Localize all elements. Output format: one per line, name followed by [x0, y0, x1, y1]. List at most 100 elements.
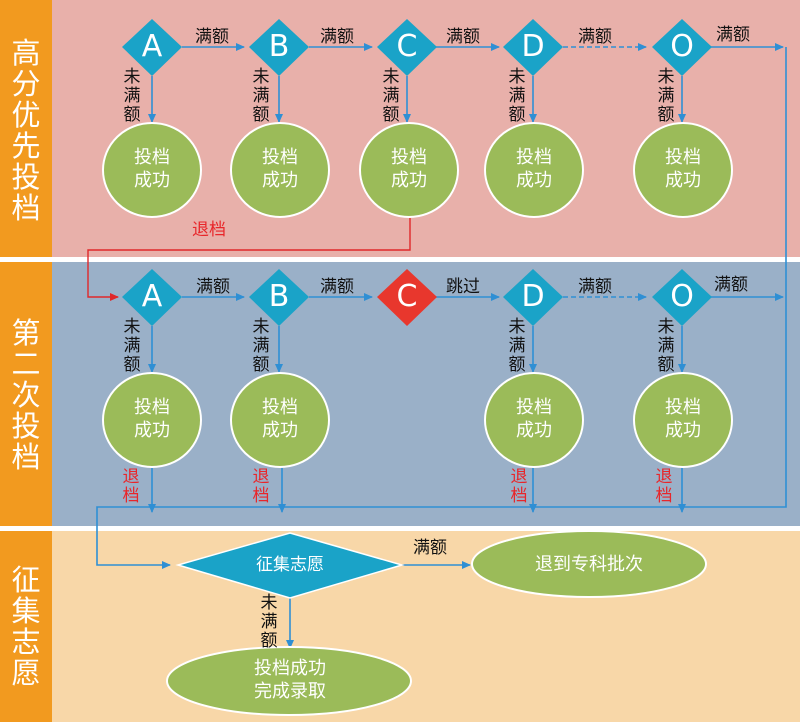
round2-connectors — [148, 293, 784, 513]
school-o-label: O — [670, 279, 694, 314]
section-label-second-round: 第二次投档 — [0, 318, 52, 473]
success-node: 投档 成功 — [643, 396, 723, 442]
withdraw-label: 退档 — [655, 467, 673, 506]
success-node: 投档 成功 — [494, 146, 574, 192]
diamond-shape — [175, 532, 405, 599]
ellipse-shape — [633, 122, 733, 218]
full-label: 满额 — [716, 25, 750, 45]
diamond-shape — [249, 269, 309, 326]
full-label: 满额 — [320, 277, 354, 297]
section-label-high-score: 高分优先投档 — [0, 38, 52, 224]
success-node: 投档 成功 — [369, 146, 449, 192]
success-text: 成功 — [262, 170, 298, 191]
success-text: 投档 — [262, 147, 298, 168]
success-text: 投档 — [262, 397, 298, 418]
success-text: 投档 — [516, 397, 552, 418]
not-full-label: 未满额 — [252, 67, 270, 125]
success-node: 投档 成功 — [112, 396, 192, 442]
school-b-label: B — [268, 279, 290, 314]
school-d-label: D — [521, 29, 545, 64]
final-admission-text: 完成录取 — [254, 681, 326, 702]
full-label: 满额 — [578, 27, 612, 47]
full-label: 满额 — [714, 275, 748, 295]
school-b-label: B — [268, 29, 290, 64]
withdraw-label: 退档 — [192, 220, 226, 240]
success-text: 成功 — [665, 170, 701, 191]
diamond-shape — [652, 269, 712, 326]
diamond-shape — [377, 269, 437, 326]
fallback-outcome-label: 退到专科批次 — [535, 554, 643, 575]
success-node: 投档 成功 — [240, 396, 320, 442]
section-bar-solicit — [0, 531, 52, 722]
full-label: 满额 — [446, 27, 480, 47]
success-text: 投档 — [516, 147, 552, 168]
ellipse-shape — [102, 122, 202, 218]
not-full-label: 未满额 — [657, 317, 675, 375]
ellipse-shape — [166, 646, 412, 716]
section-label-text: 第二次投档 — [11, 316, 41, 474]
success-text: 成功 — [134, 170, 170, 191]
ellipse-shape — [102, 372, 202, 468]
section-label-text: 征集志愿 — [11, 563, 41, 690]
round1-diamonds — [122, 19, 712, 76]
success-text: 成功 — [391, 170, 427, 191]
not-full-label: 未满额 — [382, 67, 400, 125]
not-full-label: 未满额 — [508, 67, 526, 125]
diamond-shape — [503, 19, 563, 76]
school-a-label: A — [141, 29, 163, 64]
success-text: 成功 — [665, 420, 701, 441]
final-admission-text: 投档成功 — [254, 658, 326, 679]
diamond-shape — [652, 19, 712, 76]
success-node: 投档 成功 — [494, 396, 574, 442]
not-full-label: 未满额 — [508, 317, 526, 375]
ellipse-shape — [230, 372, 330, 468]
school-a-label: A — [141, 279, 163, 314]
success-text: 成功 — [134, 420, 170, 441]
ellipse-shape — [230, 122, 330, 218]
round2-diamonds — [122, 269, 712, 326]
success-text: 投档 — [134, 147, 170, 168]
section-label-solicitation: 征集志愿 — [0, 565, 52, 689]
not-full-label: 未满额 — [123, 67, 141, 125]
success-node: 投档 成功 — [112, 146, 192, 192]
solicit-connectors — [286, 561, 471, 649]
diamond-shape — [122, 19, 182, 76]
section-bar-second — [0, 262, 52, 526]
school-c-label: C — [396, 29, 418, 64]
success-node: 投档 成功 — [240, 146, 320, 192]
not-full-label: 未满额 — [657, 67, 675, 125]
ellipse-shape — [359, 122, 459, 218]
success-text: 成功 — [516, 170, 552, 191]
success-text: 投档 — [665, 397, 701, 418]
ellipse-shape — [484, 122, 584, 218]
not-full-label: 未满额 — [123, 317, 141, 375]
diamond-shape — [377, 19, 437, 76]
withdraw-label: 退档 — [510, 467, 528, 506]
diamond-shape — [249, 19, 309, 76]
final-admission-node: 投档成功 完成录取 — [210, 657, 370, 703]
success-ellipses — [102, 122, 733, 716]
success-text: 成功 — [516, 420, 552, 441]
solicit-decision-label: 征集志愿 — [256, 555, 324, 575]
full-label: 满额 — [320, 27, 354, 47]
solicit-not-full-label: 未满额 — [260, 593, 278, 651]
success-text: 投档 — [665, 147, 701, 168]
success-text: 投档 — [391, 147, 427, 168]
skip-label: 跳过 — [446, 277, 480, 297]
diamond-shape — [122, 269, 182, 326]
round1-connectors — [96, 43, 787, 569]
withdraw-connector — [87, 218, 411, 301]
solicit-full-label: 满额 — [413, 538, 447, 558]
section-bar-high — [0, 0, 52, 257]
full-label: 满额 — [578, 277, 612, 297]
section-label-text: 高分优先投档 — [11, 36, 41, 225]
not-full-label: 未满额 — [252, 317, 270, 375]
ellipse-shape — [484, 372, 584, 468]
success-node: 投档 成功 — [643, 146, 723, 192]
full-label: 满额 — [195, 27, 229, 47]
school-c-skipped-label: C — [396, 279, 418, 314]
success-text: 投档 — [134, 397, 170, 418]
success-text: 成功 — [262, 420, 298, 441]
full-label: 满额 — [196, 277, 230, 297]
